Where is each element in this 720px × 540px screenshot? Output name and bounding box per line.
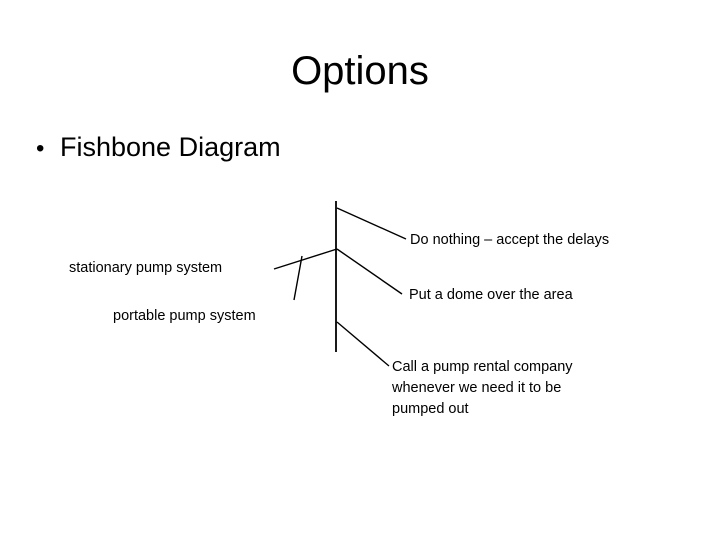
fishbone-label-put-dome-line-1: Put a dome over the area [409,287,573,303]
page-title: Options [291,49,429,93]
branch-line-do-nothing [336,207,407,240]
fishbone-label-stationary-pump-system: stationary pump system [69,258,222,279]
fishbone-label-stationary-pump-system-line-1: stationary pump system [69,260,223,276]
fishbone-label-call-pump-rental-line-2: whenever we need it to be [392,380,562,396]
fishbone-label-call-pump-rental-line-3: pumped out [392,401,469,417]
fishbone-label-portable-pump-system: portable pump system [113,306,256,327]
fishbone-label-put-dome: Put a dome over the area [409,285,573,306]
branch-line-call-pump-rental [336,321,390,367]
fishbone-label-portable-pump-system-line-1: portable pump system [113,308,256,324]
branch-line-portable-pump-system [293,255,303,301]
fishbone-label-call-pump-rental-line-1: Call a pump rental company [392,359,573,375]
bullet-item-label: Fishbone Diagram [60,132,281,162]
bullet-marker-icon: • [36,135,45,162]
fishbone-label-do-nothing-line-1: Do nothing – accept the delays [410,232,610,248]
branch-line-put-dome [336,248,403,295]
branch-line-stationary-pump-system [273,248,338,270]
bullet-list-item: • Fishbone Diagram [36,131,281,165]
fishbone-label-call-pump-rental: Call a pump rental company whenever we n… [392,357,632,420]
fishbone-label-do-nothing: Do nothing – accept the delays [410,230,609,251]
